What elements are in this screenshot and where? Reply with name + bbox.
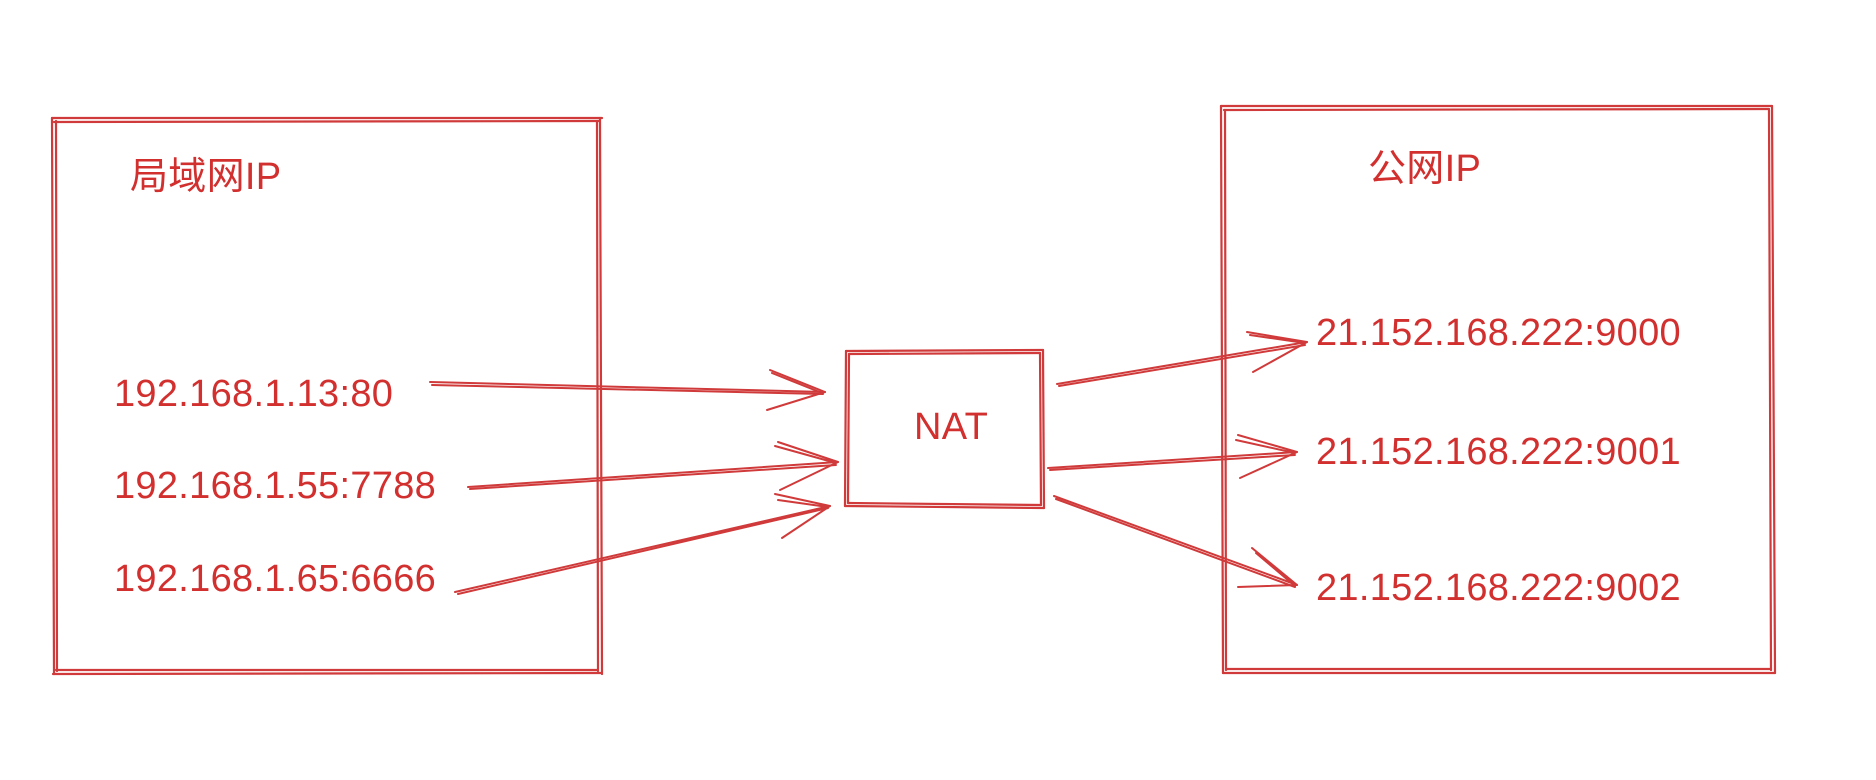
wan-address-3: 21.152.168.222:9002: [1316, 567, 1681, 609]
arrow-nat-to-wan-3: [1053, 495, 1298, 588]
lan-title: 局域网IP: [130, 156, 282, 198]
nat-label: NAT: [914, 406, 989, 448]
wan-box: [1219, 104, 1777, 675]
arrow-lan-3-to-nat: [454, 493, 831, 595]
arrow-nat-to-wan-1: [1056, 331, 1308, 387]
arrow-lan-1-to-nat: [429, 369, 826, 411]
lan-address-3: 192.168.1.65:6666: [114, 558, 437, 600]
arrow-lan-2-to-nat: [467, 441, 839, 491]
lan-box: [50, 116, 604, 676]
wan-title: 公网IP: [1368, 148, 1482, 190]
nat-box: [843, 348, 1046, 510]
lan-address-2: 192.168.1.55:7788: [114, 465, 437, 507]
arrow-nat-to-wan-2: [1047, 434, 1298, 479]
lan-address-1: 192.168.1.13:80: [114, 373, 394, 415]
wan-address-2: 21.152.168.222:9001: [1316, 431, 1681, 473]
wan-address-1: 21.152.168.222:9000: [1316, 312, 1681, 354]
